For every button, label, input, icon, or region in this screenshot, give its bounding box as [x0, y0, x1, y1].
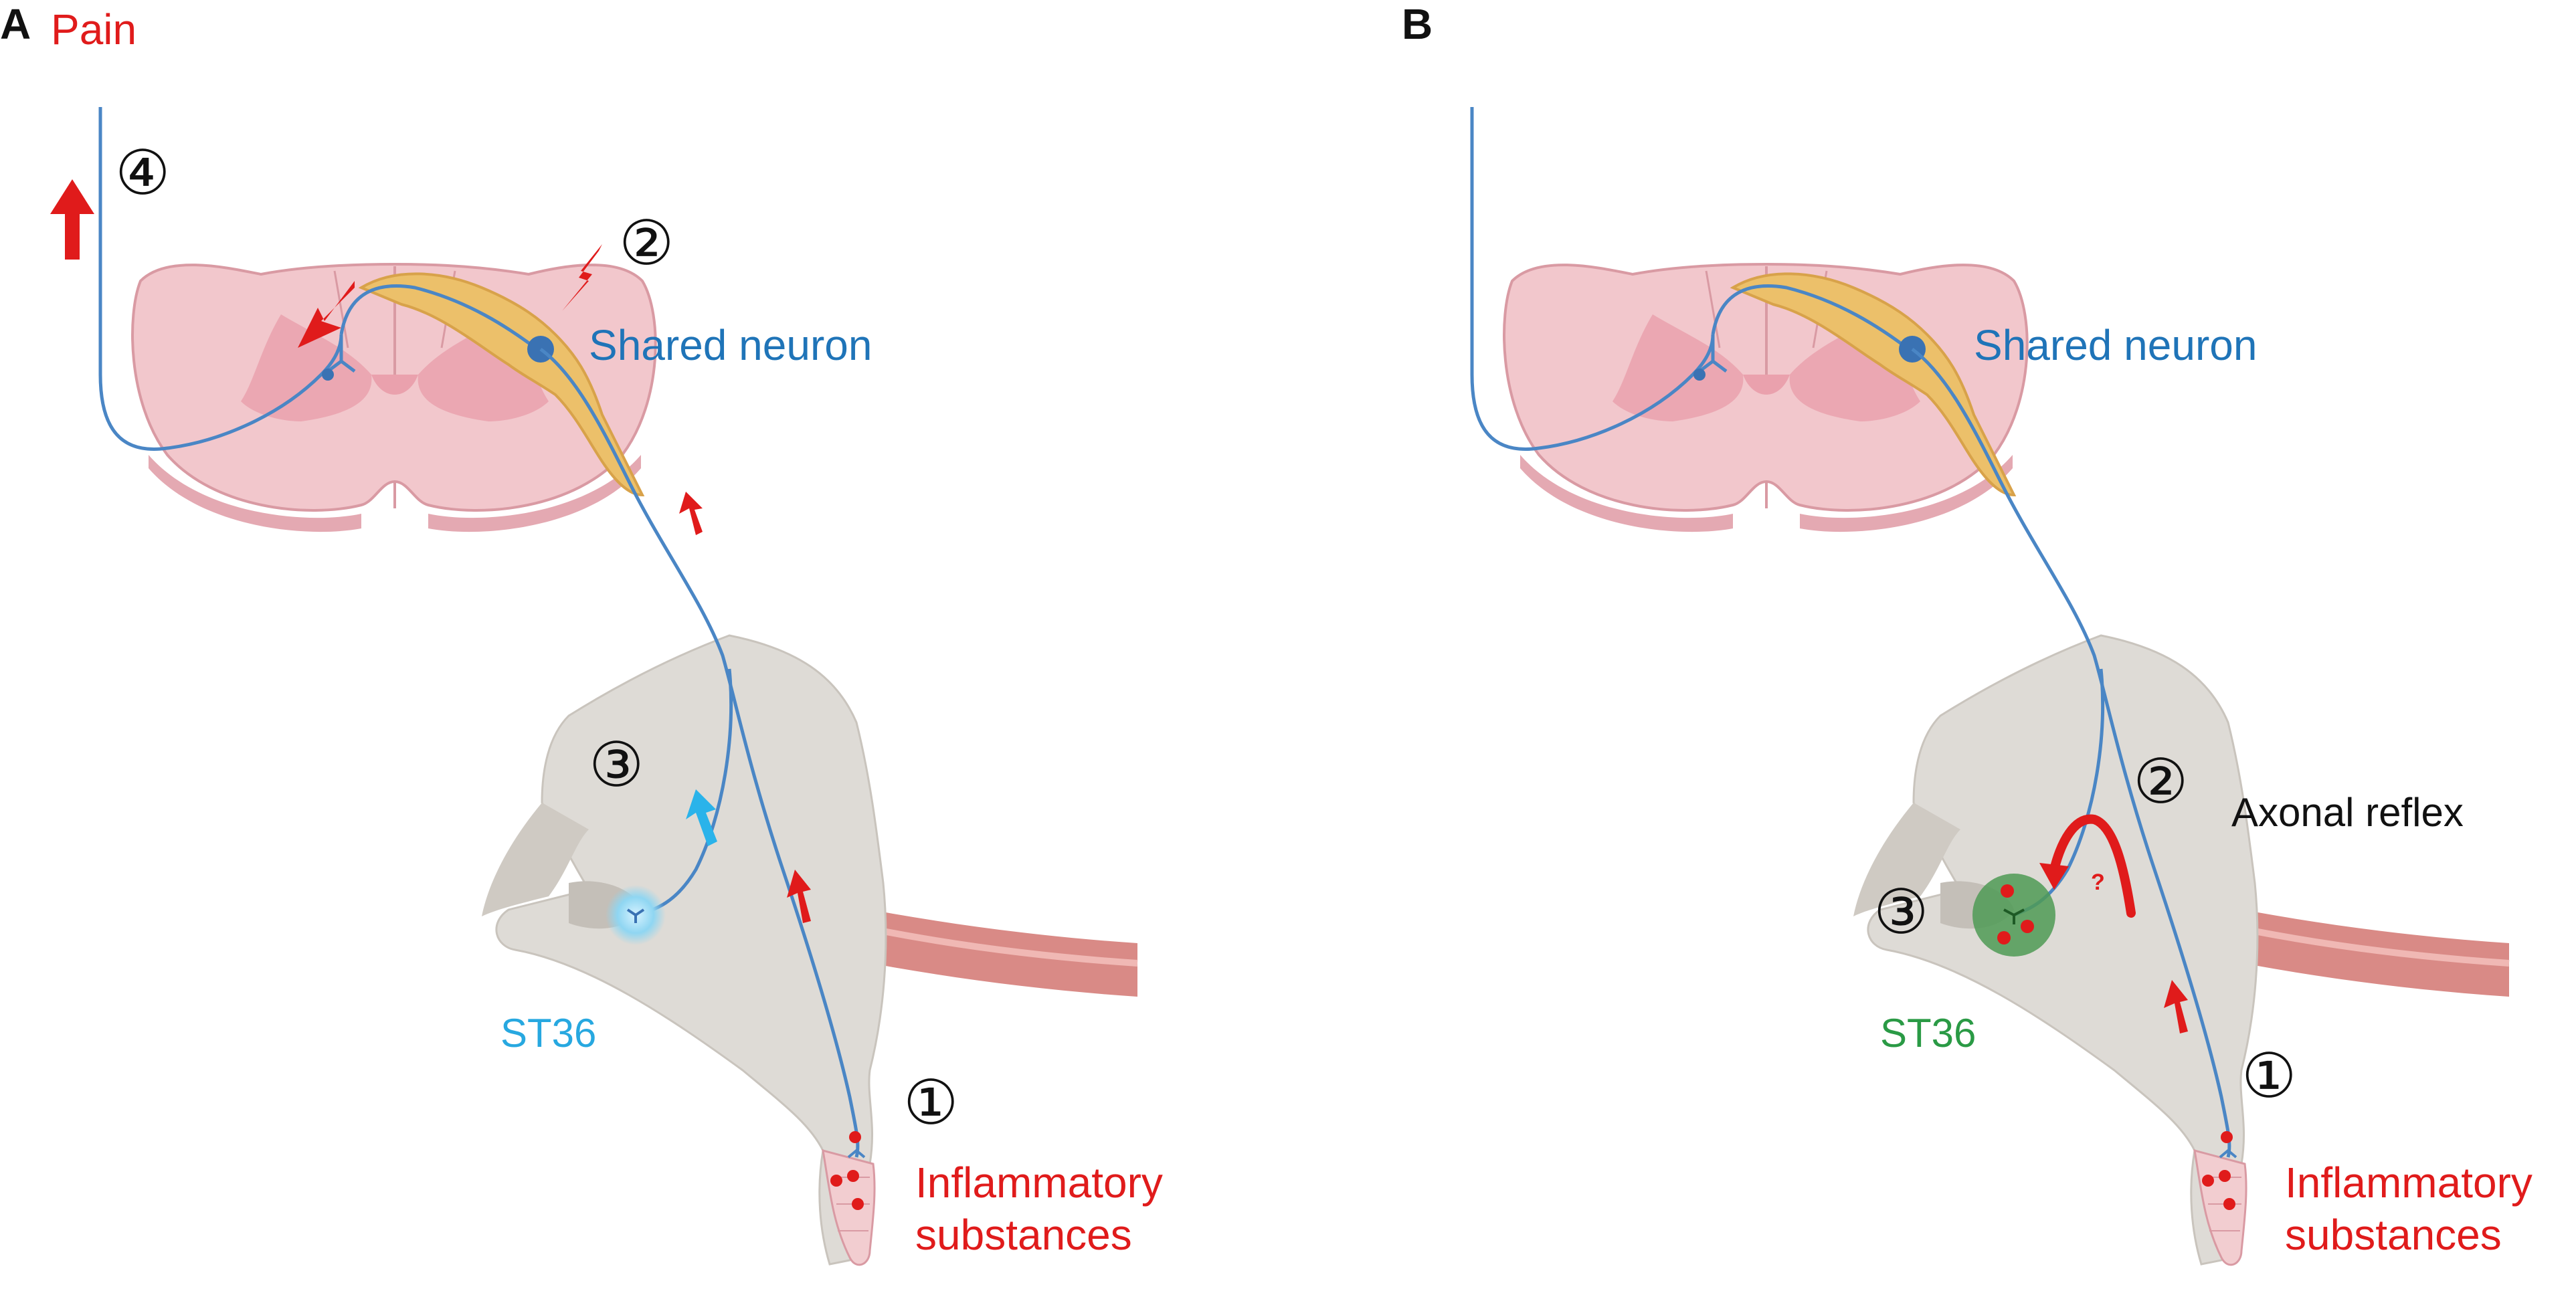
lightning-icon — [562, 244, 602, 311]
axonal-reflex-label: Axonal reflex — [2231, 790, 2464, 835]
step-4-marker: ④ — [115, 137, 170, 209]
inflammatory-dots — [830, 1131, 864, 1210]
shared-neuron-label: Shared neuron — [589, 321, 872, 369]
st36-label: ST36 — [500, 1011, 596, 1056]
inflammatory-label-line1: Inflammatory — [915, 1159, 1163, 1207]
leg-icon — [1852, 634, 2259, 1266]
inflammatory-label-line2: substances — [915, 1211, 1132, 1259]
pain-label: Pain — [51, 5, 136, 54]
leg-up-arrow-icon — [2164, 980, 2188, 1033]
question-mark: ? — [2091, 870, 2105, 895]
step-3-marker: ③ — [589, 729, 644, 801]
leg-icon — [480, 634, 887, 1266]
panel-a-letter: A — [0, 0, 31, 48]
red-arrows — [50, 179, 811, 923]
panel-b: B ? — [1402, 0, 2533, 1266]
down-left-arrow-icon — [298, 281, 355, 348]
inflammatory-label-line1: Inflammatory — [2285, 1159, 2533, 1207]
st36-label: ST36 — [1880, 1011, 1976, 1056]
shared-neuron-label: Shared neuron — [1974, 321, 2257, 369]
axonal-reflex-arrow — [2049, 814, 2136, 918]
inflammatory-label-line2: substances — [2285, 1211, 2502, 1259]
step-1-marker: ① — [903, 1067, 958, 1138]
step-2-marker: ② — [2133, 746, 2188, 817]
ganglion-icon — [1730, 272, 2017, 497]
step-2-marker: ② — [619, 207, 674, 279]
step-3-marker: ③ — [1873, 876, 1928, 948]
leg-up-arrow-icon — [787, 870, 811, 923]
small-up-arrow-icon — [679, 492, 703, 535]
panel-a: A Pain — [0, 0, 1163, 1266]
up-arrow-icon — [50, 179, 94, 260]
ganglion-icon — [358, 272, 645, 497]
cyan-arrow-icon — [686, 789, 717, 846]
panel-b-letter: B — [1402, 0, 1433, 48]
step-1-marker: ① — [2241, 1040, 2296, 1112]
